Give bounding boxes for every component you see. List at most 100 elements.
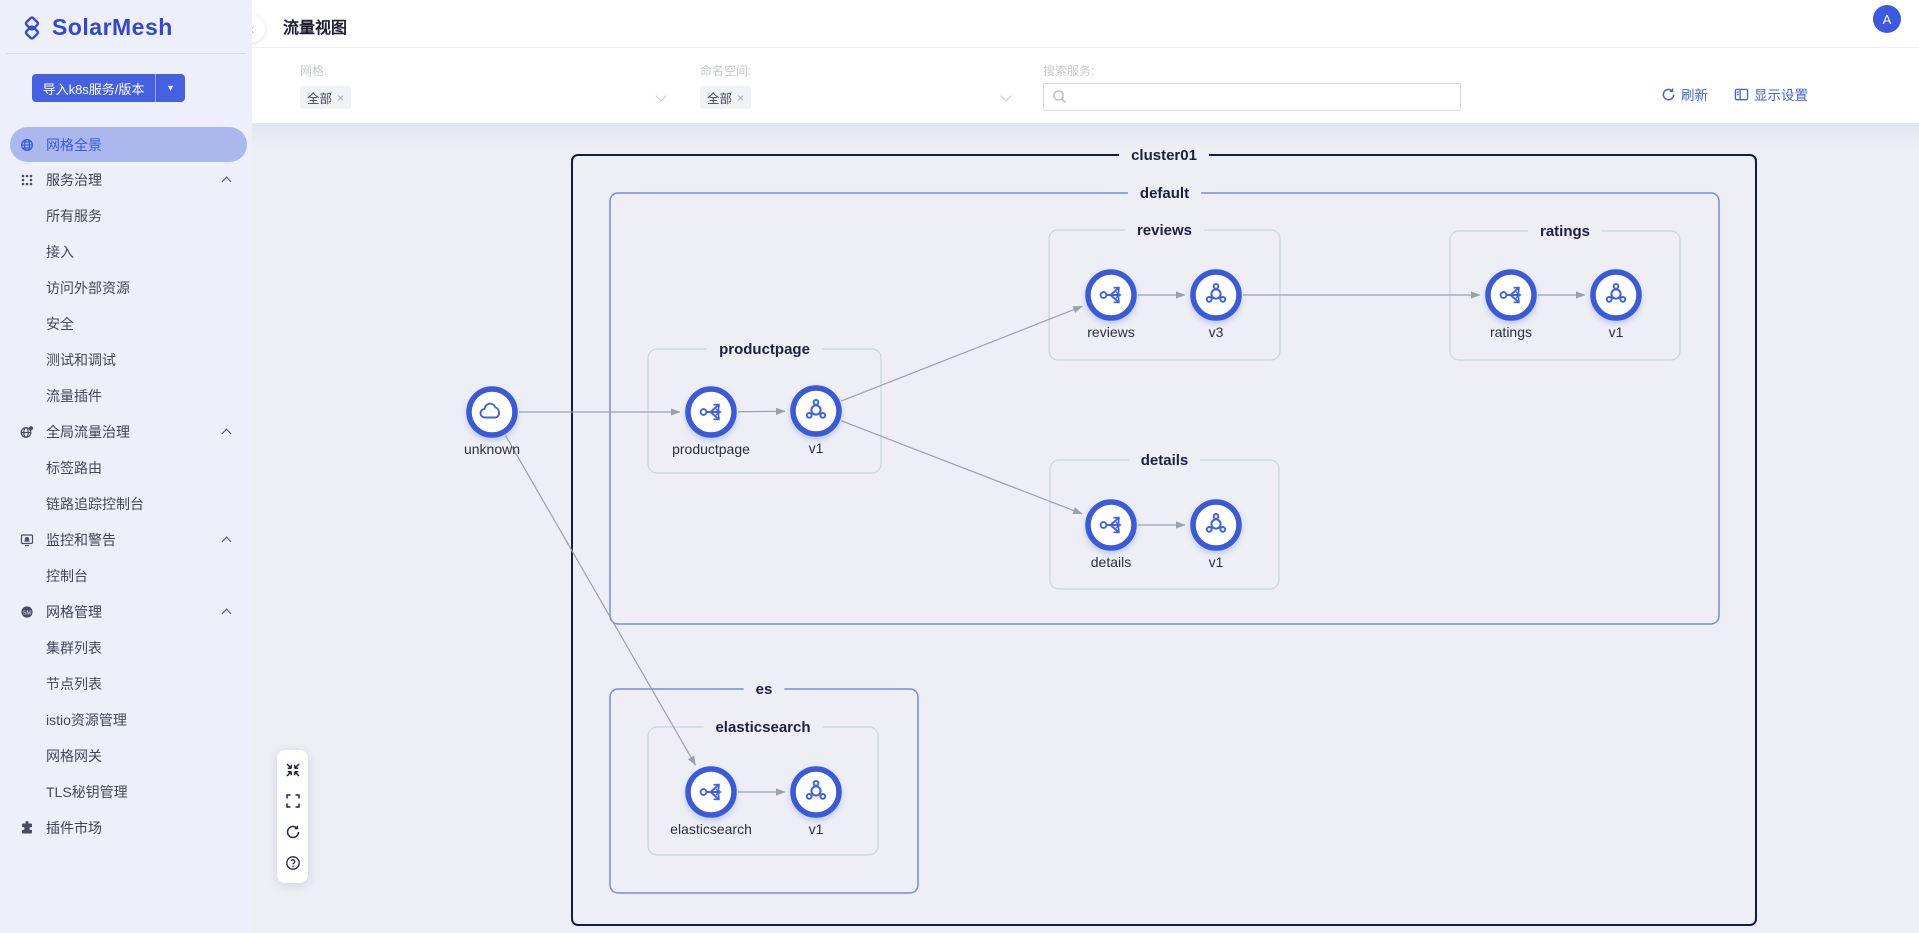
- traffic-graph-canvas[interactable]: cluster01 default es productpage reviews rati…: [252, 123, 1919, 933]
- divider: [6, 53, 246, 54]
- sidebar-item-服务治理[interactable]: 服务治理: [0, 162, 252, 198]
- graph-node-reviews[interactable]: reviews: [1085, 269, 1137, 340]
- sidebar-item-label: 网格管理: [46, 604, 102, 620]
- refresh-button[interactable]: 刷新: [1661, 84, 1708, 104]
- mesh-filter[interactable]: 网格: 全部 ×: [300, 48, 667, 123]
- edge-unknown-to-elasticsearch: [504, 435, 697, 766]
- graph-node-ratings[interactable]: ratings: [1485, 269, 1537, 340]
- graph-node-ratings-v1[interactable]: v1: [1590, 269, 1642, 340]
- group-box-ratings: ratings: [1449, 223, 1681, 361]
- graph-node-unknown[interactable]: unknown: [464, 386, 520, 457]
- sidebar-item-TLS秘钥管理[interactable]: TLS秘钥管理: [0, 774, 252, 810]
- sidebar-item-集群列表[interactable]: 集群列表: [0, 630, 252, 666]
- chevron-up-icon: [221, 608, 232, 619]
- mesh-tag-remove-icon[interactable]: ×: [337, 90, 345, 105]
- import-k8s-button-group: 导入k8s服务/版本 ▾: [32, 74, 185, 102]
- plugin-market-icon: [20, 821, 34, 835]
- display-settings-icon: [1734, 88, 1749, 100]
- import-k8s-button[interactable]: 导入k8s服务/版本: [32, 74, 155, 102]
- sidebar-item-监控和警告[interactable]: 监控和警告: [0, 522, 252, 558]
- sidebar-item-label: 链路追踪控制台: [46, 496, 144, 512]
- import-k8s-dropdown-button[interactable]: ▾: [155, 74, 185, 102]
- sidebar-item-网格管理[interactable]: SM 网格管理: [0, 594, 252, 630]
- graph-node-details-v1[interactable]: v1: [1190, 499, 1242, 570]
- namespace-box-es: es: [609, 681, 919, 894]
- refresh-label: 刷新: [1681, 88, 1708, 103]
- solarmesh-logo-icon: [20, 15, 44, 40]
- group-box-reviews: reviews: [1048, 222, 1281, 361]
- sidebar-item-接入[interactable]: 接入: [0, 234, 252, 270]
- sidebar-item-流量插件[interactable]: 流量插件: [0, 378, 252, 414]
- cluster-box-cluster01: cluster01: [571, 147, 1757, 926]
- sidebar-item-所有服务[interactable]: 所有服务: [0, 198, 252, 234]
- sidebar-item-网格全景[interactable]: 网格全景: [10, 127, 247, 162]
- mesh-filter-chevron-icon[interactable]: [655, 90, 667, 102]
- box-label: elasticsearch: [715, 719, 810, 736]
- group-box-details: details: [1049, 452, 1280, 590]
- canvas-toolbar: [277, 750, 308, 883]
- search-service-input[interactable]: [1043, 83, 1461, 111]
- compress-button[interactable]: [281, 758, 305, 782]
- box-label: productpage: [719, 341, 810, 358]
- sidebar-item-安全[interactable]: 安全: [0, 306, 252, 342]
- namespace-filter[interactable]: 命名空间: 全部 ×: [700, 48, 1012, 123]
- topbar: ‹ 流量视图 A: [239, 0, 1919, 48]
- sidebar-item-插件市场[interactable]: 插件市场: [0, 810, 252, 846]
- node-label: details: [1091, 554, 1131, 570]
- user-avatar[interactable]: A: [1873, 5, 1901, 33]
- sidebar-item-节点列表[interactable]: 节点列表: [0, 666, 252, 702]
- sidebar-item-label: 控制台: [46, 568, 88, 584]
- namespace-filter-chevron-icon[interactable]: [1000, 90, 1012, 102]
- sidebar-item-标签路由[interactable]: 标签路由: [0, 450, 252, 486]
- sidebar-item-label: 网格网关: [46, 748, 102, 764]
- graph-node-elasticsearch[interactable]: elasticsearch: [670, 766, 752, 837]
- service-governance-icon: [20, 173, 34, 187]
- namespace-box-default: default: [609, 185, 1720, 625]
- chevron-up-icon: [221, 176, 232, 187]
- sidebar-item-label: 集群列表: [46, 640, 102, 656]
- box-label: es: [756, 681, 773, 698]
- sidebar: SolarMesh 导入k8s服务/版本 ▾ 网格全景 服务治理 所有服务: [0, 0, 252, 933]
- node-label: reviews: [1087, 324, 1134, 340]
- mesh-management-icon: SM: [20, 605, 34, 619]
- refresh-button[interactable]: [281, 820, 305, 844]
- sidebar-item-istio资源管理[interactable]: istio资源管理: [0, 702, 252, 738]
- svg-text:SM: SM: [23, 610, 32, 616]
- chevron-up-icon: [221, 428, 232, 439]
- sidebar-item-测试和调试[interactable]: 测试和调试: [0, 342, 252, 378]
- display-settings-button[interactable]: 显示设置: [1734, 84, 1808, 104]
- graph-node-details[interactable]: details: [1085, 499, 1137, 570]
- globe-icon: [20, 138, 34, 152]
- help-button[interactable]: [281, 851, 305, 875]
- sidebar-item-label: 插件市场: [46, 820, 102, 836]
- edge-productpage-v1-to-details: [840, 420, 1083, 515]
- graph-node-productpage[interactable]: productpage: [672, 386, 750, 457]
- monitor-alert-icon: [20, 533, 34, 547]
- sidebar-item-label: 节点列表: [46, 676, 102, 692]
- sidebar-item-控制台[interactable]: 控制台: [0, 558, 252, 594]
- chevron-up-icon: [221, 536, 232, 547]
- mesh-filter-label: 网格:: [300, 64, 328, 78]
- fullscreen-button[interactable]: [281, 789, 305, 813]
- node-label: v1: [1209, 554, 1224, 570]
- filter-bar: 网格: 全部 × 命名空间: 全部 × 搜索服务:: [252, 48, 1919, 123]
- graph-node-elasticsearch-v1[interactable]: v1: [790, 766, 842, 837]
- node-label: v1: [809, 821, 824, 837]
- edge-productpage-v1-to-reviews: [840, 305, 1083, 402]
- namespace-tag-remove-icon[interactable]: ×: [737, 90, 745, 105]
- sidebar-item-label: 流量插件: [46, 388, 102, 404]
- sidebar-item-网格网关[interactable]: 网格网关: [0, 738, 252, 774]
- app-name: SolarMesh: [52, 14, 173, 40]
- graph-node-productpage-v1[interactable]: v1: [790, 385, 842, 456]
- graph-node-reviews-v3[interactable]: v3: [1190, 269, 1242, 340]
- box-label: cluster01: [1131, 147, 1197, 164]
- sidebar-item-label: TLS秘钥管理: [46, 784, 128, 800]
- sidebar-item-全局流量治理[interactable]: 全局流量治理: [0, 414, 252, 450]
- group-box-productpage: productpage: [647, 341, 882, 474]
- service-graph: cluster01 default es productpage reviews rati…: [464, 147, 1757, 926]
- sidebar-item-访问外部资源[interactable]: 访问外部资源: [0, 270, 252, 306]
- box-label: default: [1140, 185, 1189, 202]
- namespace-filter-value: 全部: [707, 92, 733, 106]
- node-label: v3: [1209, 324, 1224, 340]
- sidebar-item-链路追踪控制台[interactable]: 链路追踪控制台: [0, 486, 252, 522]
